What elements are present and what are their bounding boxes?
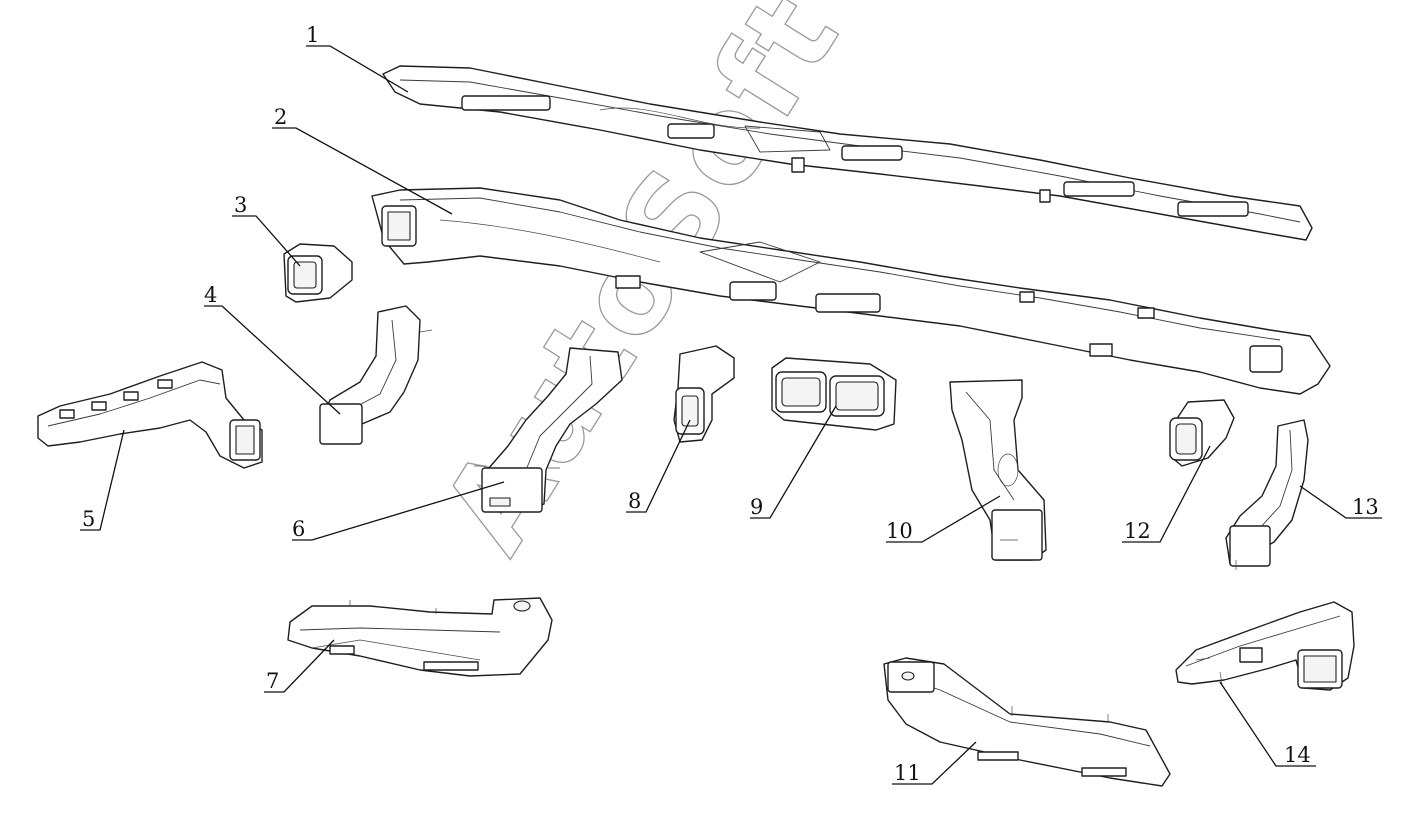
part-10-right-vertical-duct bbox=[949, 379, 1047, 561]
leader-11 bbox=[892, 741, 977, 785]
part-11-lower-right-duct bbox=[883, 657, 1171, 787]
leader-12 bbox=[1122, 445, 1211, 543]
part-4-curved-duct bbox=[319, 305, 433, 445]
leader-3 bbox=[232, 215, 301, 267]
part-13-right-curved-duct bbox=[1225, 419, 1309, 570]
leader-7 bbox=[264, 639, 335, 693]
part-6-vertical-duct bbox=[474, 347, 623, 513]
callout-10: 10 bbox=[886, 519, 913, 543]
part-12-small-right-vent bbox=[1169, 399, 1235, 467]
leader-10 bbox=[886, 495, 1001, 543]
callout-7: 7 bbox=[266, 669, 279, 693]
leader-lines bbox=[80, 45, 1382, 785]
part-3-small-vent bbox=[283, 243, 353, 303]
callout-1: 1 bbox=[306, 23, 319, 47]
leader-14 bbox=[1219, 681, 1316, 767]
part-9-center-vent bbox=[771, 357, 897, 431]
part-1-upper-duct bbox=[382, 65, 1313, 241]
callout-3: 3 bbox=[234, 193, 247, 217]
callout-14: 14 bbox=[1284, 743, 1311, 767]
callout-11: 11 bbox=[894, 761, 921, 785]
callout-2: 2 bbox=[274, 105, 287, 129]
leader-2 bbox=[272, 127, 453, 215]
callout-4: 4 bbox=[204, 283, 217, 307]
leader-5 bbox=[80, 429, 125, 531]
callout-8: 8 bbox=[628, 489, 641, 513]
leader-8 bbox=[626, 419, 691, 513]
leader-1 bbox=[306, 45, 409, 93]
callout-12: 12 bbox=[1124, 519, 1151, 543]
part-14-right-duct bbox=[1175, 601, 1355, 691]
part-8-vent-duct bbox=[673, 345, 735, 443]
leader-6 bbox=[292, 481, 505, 541]
leader-9 bbox=[750, 405, 837, 519]
leader-13 bbox=[1299, 485, 1382, 519]
callout-6: 6 bbox=[292, 517, 305, 541]
leader-4 bbox=[204, 305, 341, 415]
callout-labels: 1 2 3 4 5 6 7 8 9 10 11 12 13 14 bbox=[82, 23, 1379, 785]
callout-13: 13 bbox=[1352, 495, 1379, 519]
part-5-left-duct bbox=[37, 361, 263, 469]
callout-9: 9 bbox=[750, 495, 763, 519]
part-2-main-duct bbox=[371, 187, 1331, 395]
callout-5: 5 bbox=[82, 507, 95, 531]
part-7-lower-left-duct bbox=[287, 597, 553, 677]
